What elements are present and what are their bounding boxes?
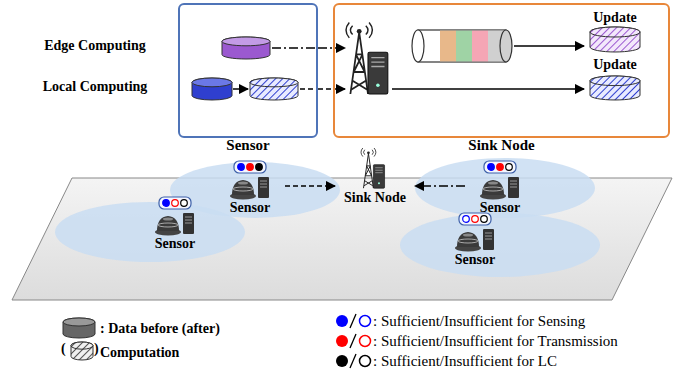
legend-text: : Sufficient/Insufficient for Sensing: [373, 312, 585, 330]
node-label: Sensor: [480, 200, 520, 216]
sensor-node: Sensor: [140, 196, 210, 252]
mode-label: Local Computing: [20, 79, 170, 95]
node-label: Sensor: [455, 252, 495, 268]
sink-node: Sink Node: [335, 148, 415, 206]
updated-cylinder: [590, 27, 640, 52]
hollow-dot: [360, 316, 371, 327]
filled-dot: [336, 335, 348, 347]
updated-cylinder: [590, 76, 640, 100]
filled-dot: [336, 355, 348, 367]
sensor-icon: [479, 174, 521, 200]
node-label: Sensor: [180, 137, 316, 154]
mode-label: Edge Computing: [20, 38, 170, 54]
link-arrow: [285, 185, 335, 187]
legend-text: : Sufficient/Insufficient for Transmissi…: [373, 332, 618, 350]
compute-arrow: [233, 88, 248, 90]
legend-text: : Sufficient/Insufficient for LC: [373, 352, 557, 370]
update-label: Update: [580, 10, 650, 26]
node-label: Sensor: [155, 236, 195, 252]
link-arrow: [318, 47, 345, 49]
antenna-tower: [361, 148, 385, 188]
upload-line: [300, 88, 318, 90]
legend-cylinder: [71, 342, 93, 360]
sink-icon: [353, 148, 397, 190]
status-indicator: [233, 160, 267, 174]
sensor-node: Sensor: [215, 160, 285, 216]
data-cylinder: [192, 78, 232, 100]
node-label: Sink Node: [344, 190, 406, 206]
data-cylinder: [222, 37, 270, 59]
sensor-icon: [229, 174, 271, 200]
legend-text: : Data before (after) Computation: [100, 317, 250, 365]
update-arrow: [514, 45, 584, 47]
node-label: Sensor: [230, 200, 270, 216]
hollow-dot: [360, 336, 371, 347]
bracket-mark: (: [61, 341, 69, 357]
device-box: Sensor: [178, 3, 318, 138]
coverage-area: [400, 213, 600, 277]
node-label: Sink Node: [335, 137, 668, 154]
sensor-node: Sensor: [465, 160, 535, 216]
legend-swatch: [334, 312, 374, 330]
status-indicator: [483, 160, 517, 174]
filled-dot: [336, 315, 348, 327]
coverage-area: [415, 158, 595, 218]
offload-line: [272, 47, 318, 49]
legend-swatch: [334, 352, 374, 370]
slash: [350, 354, 356, 368]
coverage-area: [55, 202, 245, 262]
slash: [350, 314, 356, 328]
status-indicator: [158, 196, 192, 210]
hollow-dot: [360, 356, 371, 367]
sensor-node: Sensor: [440, 212, 510, 268]
antenna-tower: [346, 23, 388, 95]
link-arrow: [318, 88, 345, 90]
sensor-icon: [454, 226, 496, 252]
slash: [350, 334, 356, 348]
legend-cylinder: [63, 318, 95, 338]
queue: [412, 30, 512, 62]
sensor-icon: [154, 210, 196, 236]
legend-swatch: [334, 332, 374, 350]
update-arrow: [392, 88, 584, 90]
computed-cylinder: [250, 78, 298, 100]
update-label: Update: [580, 57, 650, 73]
link-arrow: [415, 185, 465, 187]
